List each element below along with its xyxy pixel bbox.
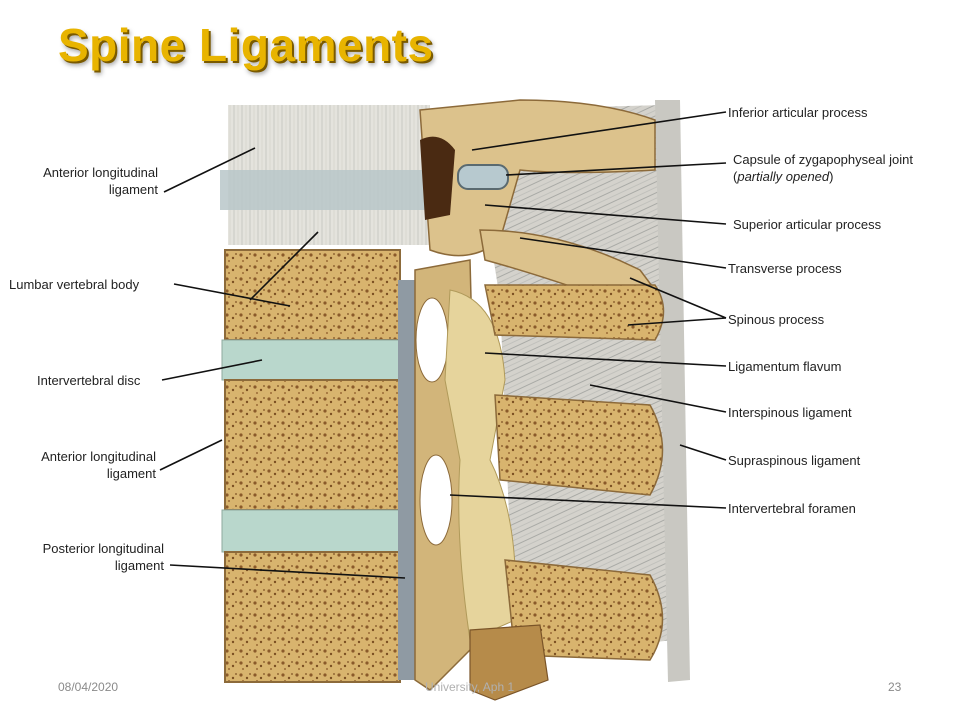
zygapophyseal-dark-cavity	[420, 136, 455, 220]
vertebral-body-1	[224, 249, 401, 341]
intervertebral-disc-2	[221, 509, 401, 553]
label-interspinous-ligament: Interspinous ligament	[728, 405, 852, 420]
supraspinous-ligament-strip	[655, 100, 690, 682]
footer-text: University, Aph 1	[425, 680, 515, 694]
label-anterior-longitudinal-ligament-top: Anterior longitudinal ligament	[43, 165, 158, 197]
intervertebral-foramen-upper	[415, 297, 449, 383]
label-superior-articular-process: Superior articular process	[733, 217, 882, 232]
spinous-process-3	[504, 559, 664, 661]
label-capsule-of-zygapophyseal-joint: Capsule of zygapophyseal joint	[733, 152, 913, 167]
label-lumbar-vertebral-body: Lumbar vertebral body	[9, 277, 140, 292]
slide-title: Spine Ligaments	[58, 19, 434, 71]
zygapophyseal-capsule	[457, 164, 509, 190]
label-inferior-articular-process: Inferior articular process	[728, 105, 868, 120]
ligament-band	[220, 170, 435, 210]
label-spinous-process: Spinous process	[728, 312, 825, 327]
label-intervertebral-disc: Intervertebral disc	[37, 373, 141, 388]
articular-processes	[419, 99, 656, 257]
intervertebral-disc-1	[221, 339, 401, 381]
label-supraspinous-ligament: Supraspinous ligament	[728, 453, 861, 468]
label-anterior-longitudinal-ligament-bottom: Anterior longitudinal ligament	[41, 449, 156, 481]
vertebral-body-2	[224, 379, 401, 511]
spinous-process-1	[484, 284, 665, 341]
label-partially-opened: (partially opened)	[733, 169, 834, 184]
vertebral-body-3	[224, 551, 401, 683]
inferior-process-tip	[469, 624, 549, 701]
footer-date: 08/04/2020	[58, 680, 119, 694]
slide-number: 23	[888, 680, 902, 694]
posterior-longitudinal-ligament	[398, 280, 416, 680]
intervertebral-foramen-lower	[419, 454, 453, 546]
label-ligamentum-flavum: Ligamentum flavum	[728, 359, 842, 374]
spinous-process-2	[494, 394, 664, 496]
label-intervertebral-foramen: Intervertebral foramen	[728, 501, 856, 516]
leader-lines-left	[159, 147, 406, 579]
leader-lines-right	[449, 111, 727, 509]
label-transverse-process: Transverse process	[728, 261, 842, 276]
partially-opened-text: partially opened	[737, 169, 830, 184]
label-posterior-longitudinal-ligament: Posterior longitudinal ligament	[42, 541, 164, 573]
